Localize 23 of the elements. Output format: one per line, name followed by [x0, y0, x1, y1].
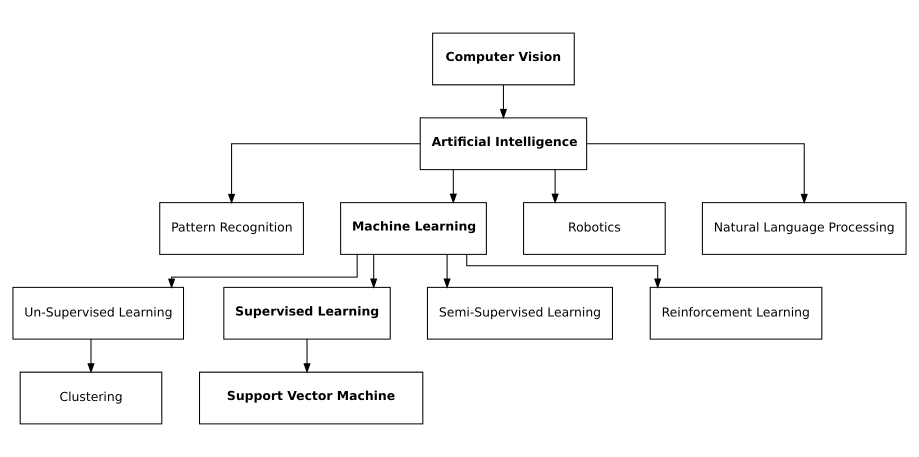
- node-box: Natural Language Processing: [702, 202, 907, 255]
- node-box: Reinforcement Learning: [650, 286, 822, 340]
- arrow: [370, 254, 378, 289]
- arrow: [168, 254, 358, 289]
- arrow: [466, 254, 662, 289]
- arrow: [87, 339, 95, 374]
- node-box: Clustering: [20, 372, 162, 424]
- arrow: [228, 143, 420, 204]
- arrow: [500, 84, 508, 120]
- node-box: Robotics: [523, 202, 666, 255]
- node-box: Supervised Learning: [223, 286, 391, 340]
- node-box: Semi-Supervised Learning: [426, 286, 613, 340]
- node-box: Support Vector Machine: [199, 372, 424, 424]
- node-box: Pattern Recognition: [159, 202, 304, 255]
- arrow: [450, 170, 457, 204]
- arrow: [443, 254, 451, 289]
- arrow: [586, 143, 808, 204]
- node-box: Artificial Intelligence: [420, 117, 588, 170]
- node-box: Machine Learning: [340, 202, 487, 255]
- node-box: Computer Vision: [432, 32, 575, 86]
- node-box: Un-Supervised Learning: [12, 286, 184, 340]
- arrow: [552, 170, 559, 204]
- arrow: [303, 339, 311, 374]
